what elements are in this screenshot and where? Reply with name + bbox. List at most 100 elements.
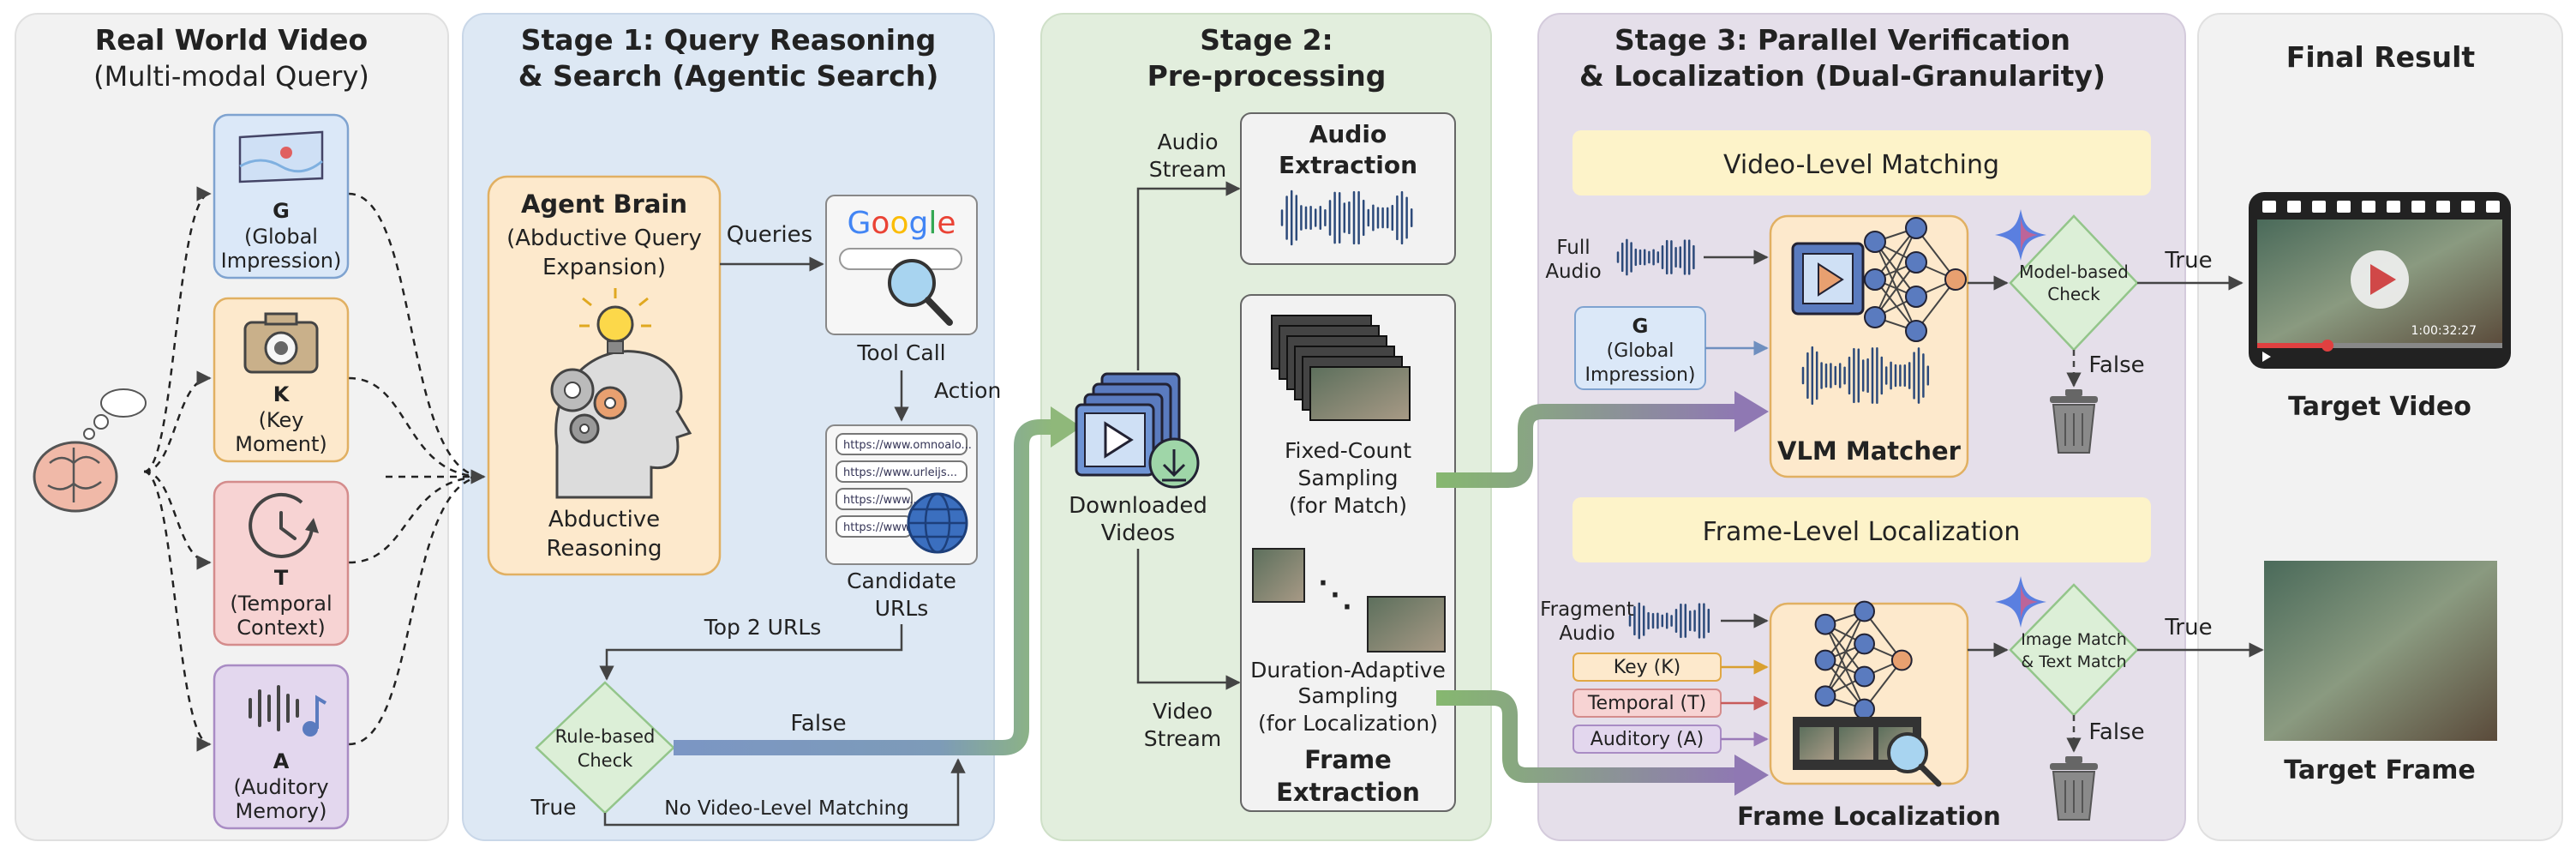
- frame-level-title: Frame-Level Localization: [1703, 517, 2021, 547]
- global-tag-line2: Impression): [1585, 364, 1695, 386]
- cue-tag-label: Temporal (T): [1587, 693, 1706, 714]
- panel-query-title: Real World Video: [95, 23, 368, 57]
- url-text: https://www.urleijs...: [843, 466, 957, 479]
- video-stream-label-2: Stream: [1144, 726, 1221, 751]
- cue-tag: Auditory (A): [1573, 725, 1769, 754]
- trash-icon-1: [2050, 389, 2098, 454]
- neural-network-icon: [1864, 217, 1967, 342]
- gemini-star-icon-1: [1995, 209, 2046, 261]
- waveform-icon: [1280, 189, 1413, 246]
- audio-stream-label-2: Stream: [1149, 157, 1226, 182]
- fixed-count-label-1: Fixed-Count: [1285, 438, 1411, 463]
- candidate-label-2: URLs: [875, 596, 929, 621]
- google-letter-3: o: [890, 206, 908, 241]
- url-bar: https://www...: [836, 488, 920, 510]
- query-card-letter: T: [274, 566, 289, 590]
- magnifier-icon: [888, 259, 953, 326]
- query-card-letter: A: [273, 749, 290, 773]
- audio-extraction-title-1: Audio: [1309, 120, 1387, 148]
- downloaded-label-2: Videos: [1101, 520, 1175, 546]
- adaptive-dots-3: ·: [1342, 592, 1351, 622]
- video-level-band: [1573, 130, 2151, 195]
- queries-label: Queries: [727, 222, 812, 248]
- cue-tag: Key (K): [1573, 653, 1769, 682]
- fixed-count-label-2: Sampling: [1297, 466, 1398, 490]
- target-video-player: 1:00:32:27: [2249, 192, 2511, 369]
- audio-stream-arrow: [1136, 181, 1241, 370]
- target-frame-label: Target Frame: [2284, 755, 2475, 785]
- frame-extraction-title-1: Frame: [1304, 745, 1392, 774]
- action-label: Action: [934, 378, 1001, 403]
- thinking-head-icon: [550, 350, 692, 499]
- video-false-label: False: [2088, 352, 2144, 378]
- loc-thick-arrow: [1436, 690, 1740, 783]
- video-true-label: True: [2164, 248, 2212, 274]
- cue-tag-label: Key (K): [1614, 657, 1680, 678]
- query-card-line2: Moment): [235, 432, 327, 456]
- query-card-letter: G: [273, 199, 290, 223]
- frame-localization-title: Frame Localization: [1737, 802, 2001, 831]
- cue-tag: Temporal (T): [1573, 689, 1769, 718]
- panel-stage3-subtitle: & Localization (Dual-Granularity): [1579, 59, 2106, 93]
- duration-label-2: Sampling: [1297, 683, 1398, 708]
- audio-extraction-title-2: Extraction: [1279, 151, 1417, 179]
- frame-false-label: False: [2088, 719, 2144, 745]
- global-tag-line1: (Global: [1607, 340, 1674, 362]
- video-play-icon: [1791, 242, 1865, 316]
- fixed-count-label-3: (for Match): [1289, 493, 1407, 518]
- query-card-line2: Impression): [221, 249, 342, 273]
- trash-icon-2: [2050, 756, 2098, 821]
- filmstrip-search-icon: [1793, 717, 1942, 787]
- downloaded-label-1: Downloaded: [1069, 493, 1207, 519]
- query-card-line2: Memory): [236, 799, 327, 823]
- downloaded-videos-icon: [1075, 372, 1200, 489]
- top2-label: Top 2 URLs: [704, 615, 822, 640]
- map-icon: [238, 130, 324, 183]
- frame-stack-icon: [1271, 315, 1411, 421]
- duration-label-1: Duration-Adaptive: [1250, 658, 1446, 683]
- url-text: https://www...: [843, 494, 920, 507]
- query-card-line1: (Global: [244, 225, 318, 249]
- false-label-stage1: False: [790, 711, 846, 737]
- full-audio-label-2: Audio: [1545, 261, 1601, 283]
- fragment-audio-label-2: Audio: [1559, 622, 1614, 645]
- frame-true-label: True: [2164, 615, 2212, 640]
- match-thick-arrow: [1436, 404, 1740, 488]
- agent-brain-sub1: (Abductive Query: [506, 226, 702, 251]
- target-video-label: Target Video: [2288, 392, 2471, 422]
- adaptive-frames-icon: [1252, 548, 1446, 653]
- video-stream-arrow: [1136, 549, 1241, 690]
- video-stream-label-1: Video: [1153, 699, 1213, 724]
- panel-final-title: Final Result: [2286, 40, 2476, 74]
- google-logo: Google: [848, 206, 956, 241]
- agent-brain-title: Agent Brain: [521, 189, 687, 219]
- query-card-line1: (Temporal: [230, 592, 332, 616]
- target-frame-image: [2264, 561, 2497, 741]
- true-loop-arrow: [603, 758, 966, 827]
- tool-call-label: Tool Call: [856, 340, 945, 365]
- fragment-audio-waveform: [1628, 602, 1710, 640]
- image-check-label-1: Image Match: [2021, 630, 2127, 649]
- frame-extraction-card: [1240, 294, 1456, 812]
- duration-label-3: (for Localization): [1258, 711, 1438, 736]
- audio-icon: [249, 685, 327, 737]
- query-card-letter: K: [273, 382, 291, 406]
- clock-icon: [249, 492, 319, 558]
- panel-query-subtitle: (Multi-modal Query): [93, 60, 369, 93]
- google-letter-1: G: [848, 206, 872, 241]
- lightbulb-icon: [579, 288, 651, 354]
- brain-icon: [33, 388, 147, 513]
- full-audio-waveform: [1616, 238, 1695, 276]
- google-letter-4: g: [908, 206, 928, 241]
- global-tag-letter: G: [1632, 316, 1649, 338]
- full-audio-label-1: Full: [1556, 237, 1590, 259]
- neural-network-icon-2: [1814, 600, 1913, 720]
- panel-stage2-title: Stage 2:: [1200, 23, 1333, 57]
- agent-brain-sub2: Expansion): [542, 255, 666, 280]
- rule-check-label-2: Check: [578, 750, 633, 771]
